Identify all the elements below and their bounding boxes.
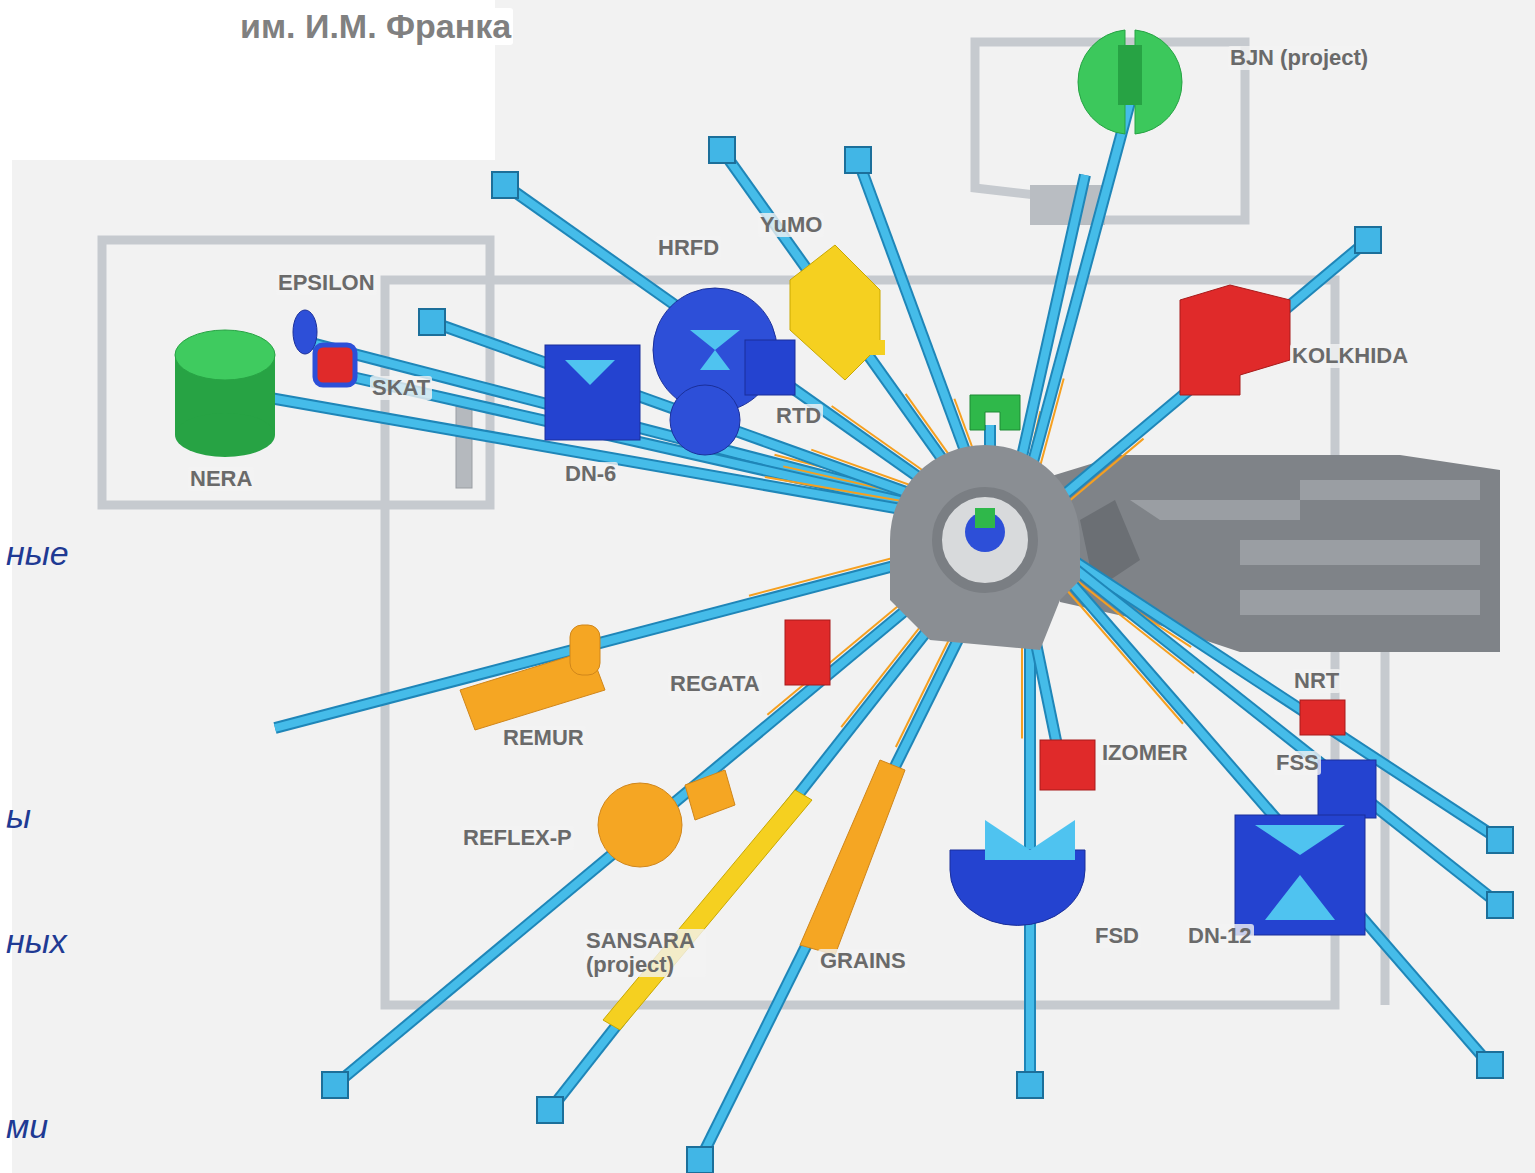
side-panel bbox=[0, 160, 12, 1173]
grains-instrument bbox=[800, 760, 905, 955]
reactor-ring bbox=[937, 492, 1033, 588]
beamline bbox=[492, 172, 970, 510]
beamline-tube bbox=[1040, 240, 1368, 515]
sansara-instrument bbox=[603, 790, 812, 1030]
nera-instrument bbox=[175, 330, 275, 380]
dn6-instrument bbox=[545, 345, 640, 440]
beamline-outline bbox=[505, 185, 965, 510]
fss-instrument bbox=[1318, 760, 1376, 818]
beamline-outline bbox=[335, 565, 960, 1085]
reflex-p-detail bbox=[685, 770, 735, 820]
beam-stop bbox=[1477, 1052, 1503, 1078]
instrument-label: FSS bbox=[1274, 751, 1321, 775]
beamline-tube bbox=[1026, 590, 1034, 1085]
beam-stop bbox=[1487, 827, 1513, 853]
dn6-detail bbox=[565, 360, 615, 385]
beamline-tube bbox=[1065, 555, 1500, 840]
yumo-instrument bbox=[790, 245, 880, 380]
reflex-p-instrument bbox=[598, 783, 682, 867]
beamline-outline bbox=[275, 550, 955, 728]
beam-stop bbox=[322, 1072, 348, 1098]
remur-detail bbox=[570, 625, 600, 675]
fsd-instrument bbox=[950, 850, 1085, 925]
beam-stop bbox=[537, 1097, 563, 1123]
dn12-detail bbox=[1255, 825, 1345, 920]
instrument-label: NERA bbox=[188, 467, 254, 491]
beamline bbox=[1054, 570, 1503, 1078]
reactor-shield bbox=[890, 445, 1080, 650]
page-heading: им. И.М. Франка bbox=[238, 8, 513, 45]
instrument-label: SKAT bbox=[370, 376, 432, 400]
beamline-tube bbox=[275, 550, 955, 728]
instrument-label: REGATA bbox=[668, 672, 762, 696]
nrt-instrument bbox=[1300, 700, 1345, 735]
epsilon-instrument bbox=[293, 310, 317, 354]
dn12-instrument bbox=[1235, 815, 1365, 935]
beamline-outline bbox=[1040, 240, 1368, 515]
instrument-label: IZOMER bbox=[1100, 741, 1190, 765]
kolkhida-instrument bbox=[1180, 285, 1290, 395]
izomer-instrument bbox=[1040, 740, 1095, 790]
beam-stop bbox=[687, 1147, 713, 1173]
beamline-outline bbox=[1065, 555, 1500, 840]
text-fragment: ы bbox=[4, 798, 33, 835]
instrument-label: EPSILON bbox=[276, 271, 377, 295]
beamline-tube bbox=[505, 185, 965, 510]
instrument-label: HRFD bbox=[656, 236, 721, 260]
instrument-label: SANSARA (project) bbox=[584, 929, 706, 977]
rtd-instrument bbox=[670, 385, 740, 455]
building-rooms bbox=[1130, 480, 1480, 615]
hrfd-detail bbox=[690, 330, 740, 370]
beam-stop bbox=[845, 147, 871, 173]
instrument-label: DN-12 bbox=[1186, 924, 1254, 948]
beam-stop bbox=[1487, 892, 1513, 918]
text-fragment: ных bbox=[4, 923, 69, 960]
text-fragment: ные bbox=[4, 535, 71, 572]
beamline-tube bbox=[1060, 570, 1490, 1065]
instrument-label: NRT bbox=[1292, 669, 1341, 693]
instrument-label: DN-6 bbox=[563, 462, 618, 486]
bjn-detail bbox=[1118, 45, 1142, 105]
nera-instrument bbox=[175, 413, 275, 457]
text-fragment: ми bbox=[4, 1108, 50, 1145]
beam-stop bbox=[1355, 227, 1381, 253]
beamline bbox=[1061, 555, 1513, 853]
instrument-label: GRAINS bbox=[818, 949, 908, 973]
beamline-outline bbox=[1060, 570, 1490, 1065]
instrument-label: REFLEX-P bbox=[461, 826, 574, 850]
skat-instrument bbox=[315, 345, 355, 385]
green-instrument bbox=[970, 395, 1020, 430]
instrument-label: FSD bbox=[1093, 924, 1141, 948]
regata-instrument bbox=[785, 620, 830, 685]
guide-line bbox=[1054, 575, 1183, 724]
fsd-detail bbox=[985, 820, 1075, 860]
skat-shield bbox=[456, 400, 472, 488]
beam-stop bbox=[1017, 1072, 1043, 1098]
beamline bbox=[322, 559, 960, 1098]
hrfd-instrument bbox=[745, 340, 795, 395]
instrument-label: REMUR bbox=[501, 726, 586, 750]
yumo-detail bbox=[860, 340, 885, 355]
instrument-label: RTD bbox=[774, 404, 823, 428]
instrument-label: KOLKHIDA bbox=[1290, 344, 1410, 368]
beam-stop bbox=[419, 309, 445, 335]
beam-stop bbox=[709, 137, 735, 163]
bjn-instrument bbox=[1078, 30, 1182, 134]
beamline-tube bbox=[335, 565, 960, 1085]
beamline bbox=[275, 542, 955, 728]
beam-stop bbox=[492, 172, 518, 198]
instrument-label: YuMO bbox=[758, 213, 824, 237]
instrument-label: BJN (project) bbox=[1228, 46, 1370, 70]
beamline bbox=[1040, 227, 1381, 521]
reactor-core-top bbox=[975, 508, 995, 528]
